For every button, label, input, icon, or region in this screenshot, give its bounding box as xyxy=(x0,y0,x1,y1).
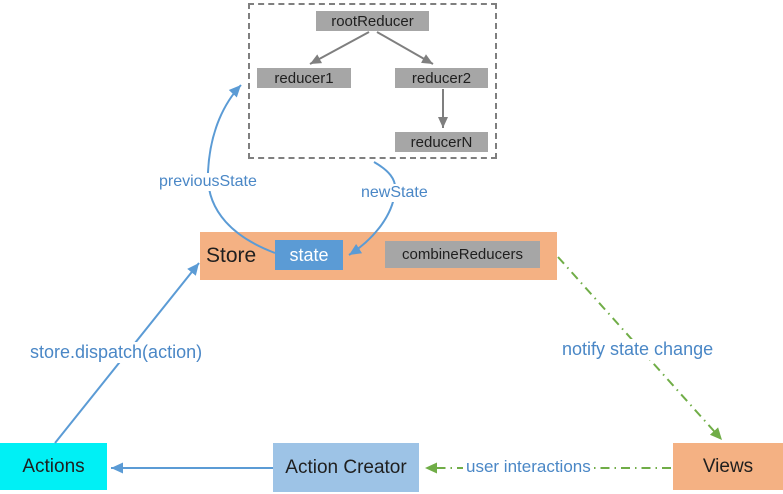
node-reducerN-label: reducerN xyxy=(410,133,473,151)
store-label: Store xyxy=(206,244,257,267)
actions-box: Actions xyxy=(0,443,107,490)
reducers-group-box xyxy=(248,3,497,159)
state-label: state xyxy=(289,244,329,265)
notify-state-change-label: notify state change xyxy=(559,339,717,360)
state-box: state xyxy=(275,240,343,270)
arrow-previous-state xyxy=(206,84,276,254)
node-root-reducer-label: rootReducer xyxy=(331,12,414,30)
node-root-reducer: rootReducer xyxy=(316,11,429,31)
arrow-new-state xyxy=(348,161,397,256)
actions-label: Actions xyxy=(22,455,85,477)
user-interactions-label: user interactions xyxy=(463,457,594,477)
new-state-label: newState xyxy=(358,184,431,202)
node-reducer2-label: reducer2 xyxy=(411,69,472,87)
node-reducer1: reducer1 xyxy=(257,68,351,88)
combine-reducers-label: combineReducers xyxy=(402,246,523,263)
action-creator-box: Action Creator xyxy=(273,443,419,492)
arrow-root-to-reducer2 xyxy=(376,31,434,65)
previous-state-label: previousState xyxy=(156,173,260,191)
views-label: Views xyxy=(702,455,754,477)
combine-reducers-box: combineReducers xyxy=(385,241,540,268)
arrow-root-to-reducer1 xyxy=(309,31,370,65)
node-reducer1-label: reducer1 xyxy=(274,69,334,87)
action-creator-label: Action Creator xyxy=(285,456,407,478)
views-box: Views xyxy=(673,443,783,490)
dispatch-label: store.dispatch(action) xyxy=(27,342,206,363)
node-reducer2: reducer2 xyxy=(395,68,488,88)
node-reducerN: reducerN xyxy=(395,132,488,152)
